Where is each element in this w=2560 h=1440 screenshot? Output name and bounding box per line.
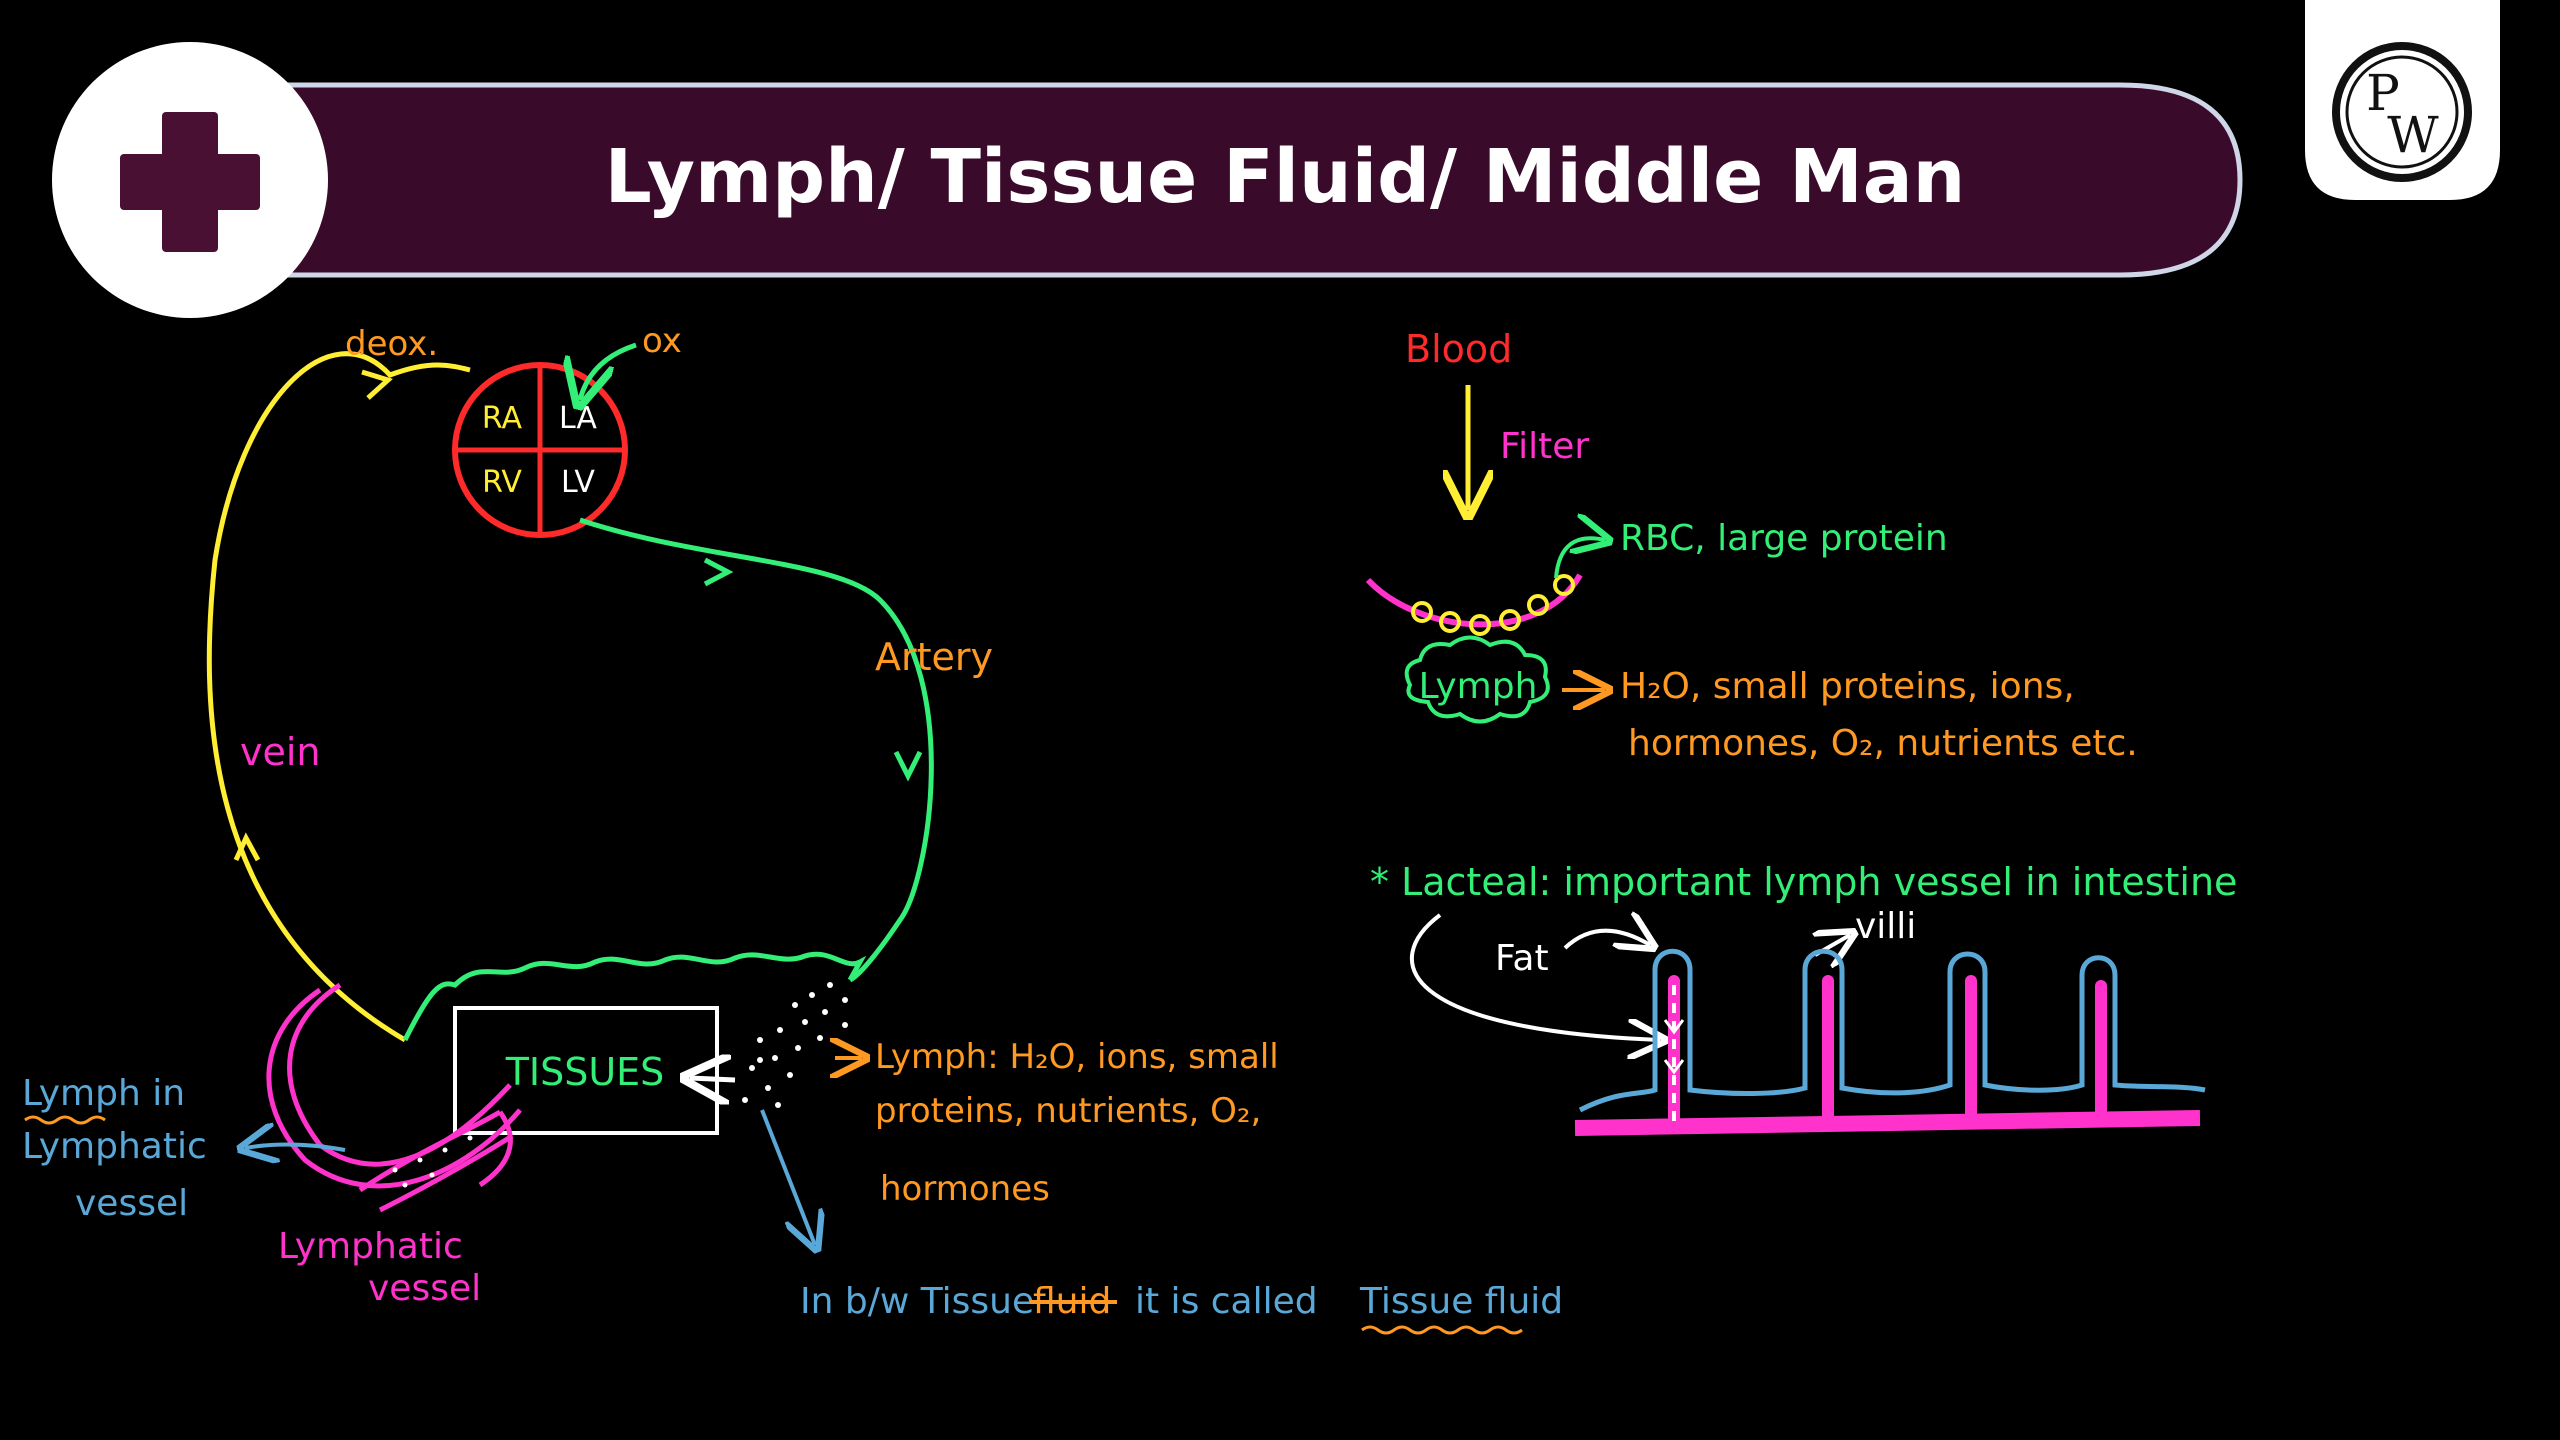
filtration-diagram: Blood Filter RBC, large protein Lymph H₂… xyxy=(1365,327,2138,764)
chamber-ra: RA xyxy=(482,401,523,436)
chamber-la: LA xyxy=(559,401,597,436)
fat-label: Fat xyxy=(1495,938,1549,979)
lymphatic-vessel-line-1: Lymphatic xyxy=(278,1226,463,1267)
ox-arrow xyxy=(580,342,637,400)
lymph-vessel-pointer xyxy=(245,1144,346,1150)
logo-ring xyxy=(2332,42,2472,182)
circulation-diagram: RA LA RV LV deox. ox Artery vein TISSUES xyxy=(22,321,1563,1335)
retained-label: RBC, large protein xyxy=(1620,518,1948,559)
tissue-fluid-dots xyxy=(742,982,848,1108)
fat-arrow xyxy=(1563,931,1650,948)
capillary-bed xyxy=(402,951,867,1042)
chamber-lv: LV xyxy=(561,465,595,500)
villi-outline xyxy=(1578,948,2206,1113)
fluid-to-tissue-arrow xyxy=(690,1078,736,1080)
deox-label: deox. xyxy=(345,324,438,364)
artery-path xyxy=(579,517,934,983)
ox-label: ox xyxy=(642,321,682,361)
rbc-circles xyxy=(1411,574,1575,636)
lymph-contents-2: hormones, O₂, nutrients etc. xyxy=(1628,723,2138,764)
villi-label: villi xyxy=(1855,906,1916,947)
lacteal-diagram: * Lacteal: important lymph vessel in int… xyxy=(1370,860,2237,1136)
note-prefix: In b/w Tissue xyxy=(800,1281,1034,1322)
heart-diagram: RA LA RV LV xyxy=(452,362,628,538)
fat-entry-curve xyxy=(1409,913,1660,1040)
artery-arrow-2 xyxy=(893,750,923,782)
logo-letter-w: W xyxy=(2387,106,2439,164)
lymph-underline xyxy=(24,1115,106,1125)
note-emphasis: Tissue fluid xyxy=(1359,1281,1563,1322)
lymph-in-vessel-line-2: Lymphatic xyxy=(22,1126,207,1167)
vein-arrow-up xyxy=(233,832,261,862)
header-banner: Lymph/ Tissue Fluid/ Middle Man xyxy=(52,42,2243,318)
lymph-label: Lymph xyxy=(1419,666,1538,707)
note-middle: it is called xyxy=(1135,1281,1318,1322)
medical-cross-icon xyxy=(120,112,260,252)
blood-label: Blood xyxy=(1405,327,1512,371)
chamber-rv: RV xyxy=(482,465,522,500)
filter-membrane xyxy=(1365,573,1583,628)
note-underline xyxy=(1361,1325,1523,1335)
filter-label: Filter xyxy=(1500,426,1589,467)
lymphatic-vessel xyxy=(266,982,522,1213)
tissues-label: TISSUES xyxy=(505,1050,665,1094)
lymph-contents-1: H₂O, small proteins, ions, xyxy=(1620,666,2075,707)
pw-logo: P W xyxy=(2305,0,2500,200)
lymph-in-vessel-line-1: Lymph in xyxy=(22,1073,185,1114)
lymph-cloud xyxy=(1404,635,1550,724)
lymph-contents-line-2: proteins, nutrients, O₂, xyxy=(875,1091,1261,1131)
header-band xyxy=(247,82,2243,278)
artery-arrow-1 xyxy=(703,557,734,587)
vein-path xyxy=(206,351,471,1043)
lymph-contents-line-3: hormones xyxy=(880,1169,1050,1209)
lacteals xyxy=(1668,975,2107,1130)
retained-arrow xyxy=(1554,538,1605,579)
logo-letter-p: P xyxy=(2366,64,2400,122)
lacteal-note: * Lacteal: important lymph vessel in int… xyxy=(1370,860,2237,904)
vein-arrow-top xyxy=(361,369,393,400)
lymphatic-vessel-line-2: vessel xyxy=(368,1268,481,1309)
page-title: Lymph/ Tissue Fluid/ Middle Man xyxy=(605,134,1966,220)
lymph-contents-line-1: Lymph: H₂O, ions, small xyxy=(875,1037,1279,1077)
lymph-dots xyxy=(392,1135,473,1188)
artery-label: Artery xyxy=(875,635,993,679)
lymph-in-vessel-line-3: vessel xyxy=(75,1183,188,1224)
note-pointer xyxy=(760,1109,815,1245)
vein-label: vein xyxy=(240,730,321,774)
